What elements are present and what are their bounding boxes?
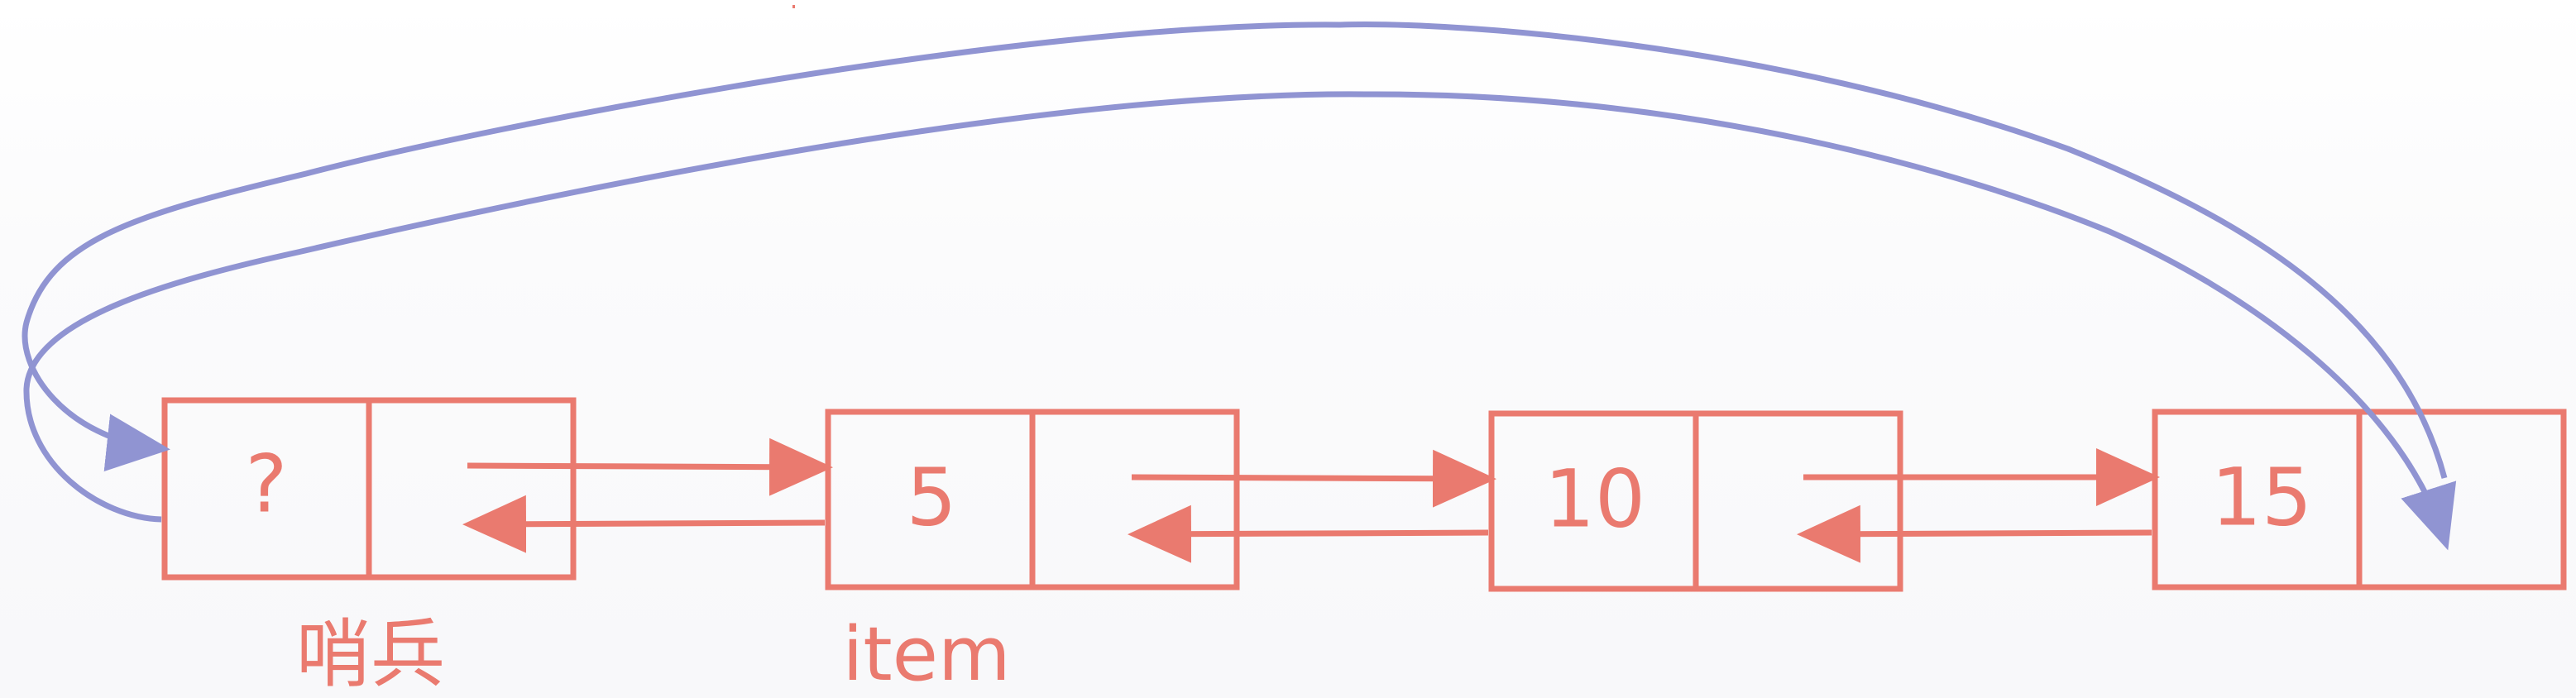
node-5: 5 item (825, 409, 1240, 698)
node-5-label: item (842, 611, 1010, 698)
prev-arrow-sentinel-to-15-curve (22, 22, 2448, 479)
prev-arrow-15-to-10 (1797, 504, 2152, 563)
node-5-value: 5 (906, 451, 956, 543)
stray-mark (792, 5, 795, 8)
node-sentinel-label: 哨兵 (296, 611, 445, 698)
node-15: 15 (2152, 409, 2567, 590)
node-sentinel: ? 哨兵 (161, 397, 577, 698)
prev-arrow-10-to-5 (1128, 504, 1489, 563)
node-15-value: 15 (2211, 451, 2312, 543)
node-10: 10 (1488, 410, 1903, 592)
next-arrow-5-to-10 (1131, 449, 1496, 508)
prev-arrow-5-to-sentinel (462, 495, 826, 553)
next-arrow-15-to-sentinel-curve (23, 91, 2457, 551)
next-arrow-sentinel-to-5 (467, 437, 833, 496)
node-10-value: 10 (1544, 452, 1645, 545)
node-sentinel-value: ? (246, 437, 288, 530)
